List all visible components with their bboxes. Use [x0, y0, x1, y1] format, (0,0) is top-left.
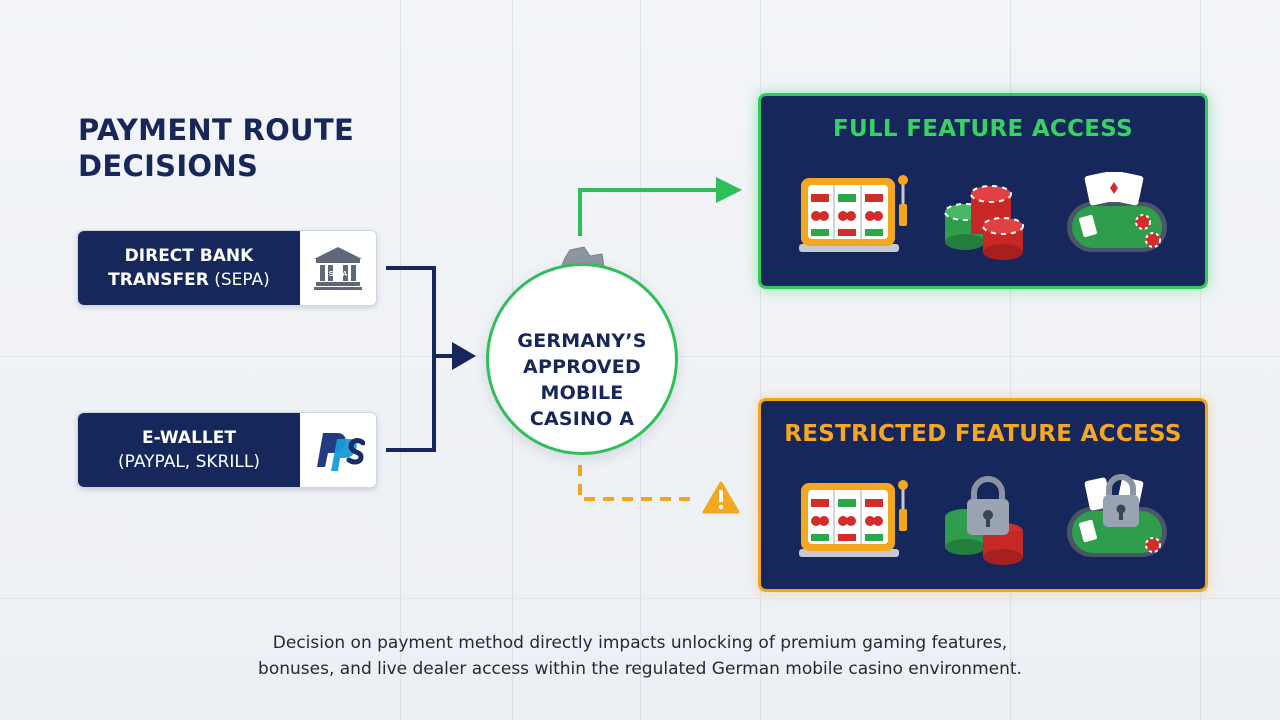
- casino-chips-icon: [944, 185, 1024, 260]
- sepa-logo-text: SEPA: [329, 271, 348, 278]
- casino-hub: GERMANY’S APPROVED MOBILE CASINO A: [486, 263, 678, 455]
- grid-line-horizontal: [0, 598, 1280, 599]
- padlock-icon: [1103, 474, 1139, 527]
- bank-icon: SEPA: [300, 231, 376, 305]
- diagram-title-line1: PAYMENT ROUTE: [78, 113, 355, 147]
- hub-label-line: GERMANY’S: [517, 330, 647, 352]
- hub-label-line: APPROVED: [523, 356, 641, 378]
- caption-line2: bonuses, and live dealer access within t…: [258, 659, 1022, 679]
- merge-bracket: [386, 266, 436, 452]
- diagram-title-line2: DECISIONS: [78, 149, 259, 183]
- full-access-icons: [799, 172, 1167, 260]
- bank-transfer-name-line1: DIRECT BANK: [124, 246, 254, 266]
- e-wallet-providers: (PAYPAL, SKRILL): [118, 452, 260, 472]
- locked-chips-icon: [945, 476, 1023, 565]
- diagram-title: PAYMENT ROUTE DECISIONS: [78, 112, 438, 184]
- hub-label: GERMANY’S APPROVED MOBILE CASINO A: [489, 328, 675, 432]
- padlock-icon: [967, 476, 1009, 535]
- grid-line: [1010, 0, 1011, 720]
- bank-transfer-name-line2: TRANSFER: [108, 270, 209, 290]
- warning-icon: [702, 481, 740, 514]
- grid-line: [760, 0, 761, 720]
- hub-label-line: MOBILE: [540, 382, 624, 404]
- hub-label-line: CASINO A: [529, 408, 635, 430]
- full-access-connector: [578, 188, 718, 236]
- restricted-feature-access-panel: RESTRICTED FEATURE ACCESS: [758, 398, 1208, 592]
- restricted-access-icons: [799, 474, 1167, 565]
- slot-machine-icon: [799, 175, 908, 252]
- bank-transfer-scheme: (SEPA): [208, 270, 270, 290]
- bank-transfer-label: DIRECT BANK TRANSFER (SEPA): [78, 231, 300, 305]
- full-feature-access-panel: FULL FEATURE ACCESS: [758, 93, 1208, 289]
- caption-line1: Decision on payment method directly impa…: [272, 633, 1008, 653]
- card-table-icon: [1067, 172, 1167, 252]
- grid-line: [400, 0, 401, 720]
- restricted-access-title: RESTRICTED FEATURE ACCESS: [784, 421, 1182, 447]
- paypal-skrill-logo: [300, 413, 376, 487]
- grid-line: [1200, 0, 1201, 720]
- e-wallet-name: E-WALLET: [142, 428, 236, 448]
- hub-arrowhead: [452, 342, 476, 370]
- locked-card-table-icon: [1067, 474, 1167, 557]
- e-wallet-label: E-WALLET (PAYPAL, SKRILL): [78, 413, 300, 487]
- diagram-caption: Decision on payment method directly impa…: [0, 630, 1280, 682]
- slot-machine-icon: [799, 480, 908, 557]
- full-access-arrowhead: [716, 177, 742, 203]
- full-access-title: FULL FEATURE ACCESS: [832, 116, 1133, 142]
- payment-option-e-wallet[interactable]: E-WALLET (PAYPAL, SKRILL): [77, 412, 377, 488]
- payment-option-bank-transfer[interactable]: DIRECT BANK TRANSFER (SEPA) SEPA: [77, 230, 377, 306]
